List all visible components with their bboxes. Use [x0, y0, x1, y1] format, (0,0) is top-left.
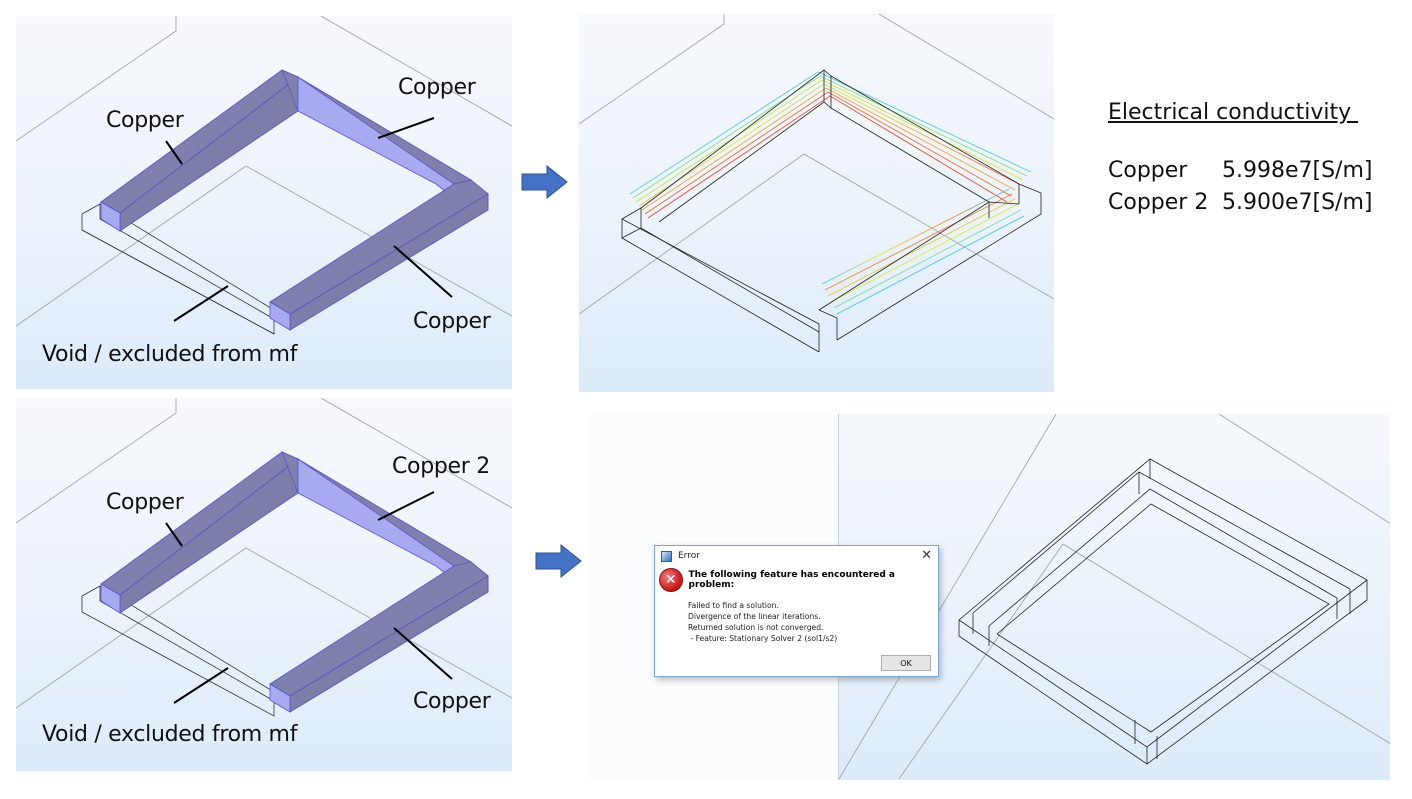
copper-bar-left: [100, 451, 299, 614]
arrow-right-icon: [535, 544, 582, 578]
legend-title: Electrical conductivity: [1108, 100, 1359, 125]
geometry-view-case1: Copper Copper Copper Void / excluded fro…: [16, 16, 512, 389]
close-icon[interactable]: ✕: [921, 548, 932, 563]
copper-bar-bottom-right: [269, 561, 489, 713]
app-icon: [661, 550, 672, 562]
legend-material: Copper: [1108, 158, 1188, 183]
geometry-drawing-case1: [16, 16, 512, 335]
legend-row: Copper 5.998e7[S/m]: [1108, 155, 1373, 187]
label-copper-top-right: Copper: [398, 75, 476, 100]
geometry-drawing-case2: [16, 398, 512, 717]
label-copper2-top-right: Copper 2: [392, 454, 490, 479]
dialog-title: Error: [678, 551, 700, 561]
ok-button[interactable]: OK: [881, 655, 931, 671]
label-void: Void / excluded from mf: [42, 722, 298, 747]
wireframe-drawing: [839, 414, 1390, 780]
label-copper-left: Copper: [106, 108, 184, 133]
label-void: Void / excluded from mf: [42, 342, 298, 367]
streamline-drawing: [579, 14, 1054, 353]
label-copper-bottom-right: Copper: [413, 689, 491, 714]
dialog-message: Failed to find a solution. Divergence of…: [655, 600, 938, 644]
dialog-header: ✕ The following feature has encountered …: [655, 568, 938, 592]
message-line: Failed to find a solution.: [688, 601, 779, 610]
conductivity-legend: Electrical conductivity Copper 5.998e7[S…: [1108, 100, 1373, 219]
message-line: Divergence of the linear iterations.: [688, 612, 821, 621]
legend-value: 5.998e7[S/m]: [1222, 158, 1373, 183]
streamline-result-view: [579, 14, 1054, 392]
arrow-right-icon: [521, 165, 568, 199]
legend-value: 5.900e7[S/m]: [1222, 190, 1373, 215]
legend-row: Copper 2 5.900e7[S/m]: [1108, 187, 1373, 219]
copper-bar-left: [100, 69, 299, 232]
message-line: Returned solution is not converged.: [688, 623, 824, 632]
copper-bar-bottom-right: [269, 179, 489, 331]
label-copper-bottom-right: Copper: [413, 309, 491, 334]
dialog-heading: The following feature has encountered a …: [688, 570, 896, 590]
geometry-view-case2: Copper Copper 2 Copper Void / excluded f…: [16, 398, 512, 771]
legend-material: Copper 2: [1108, 190, 1209, 215]
message-line: - Feature: Stationary Solver 2 (sol1/s2): [688, 634, 838, 643]
error-dialog: Error ✕ ✕ The following feature has enco…: [654, 545, 939, 677]
label-copper-left: Copper: [106, 490, 184, 515]
dialog-titlebar[interactable]: Error: [655, 546, 938, 566]
error-icon: ✕: [659, 568, 683, 592]
